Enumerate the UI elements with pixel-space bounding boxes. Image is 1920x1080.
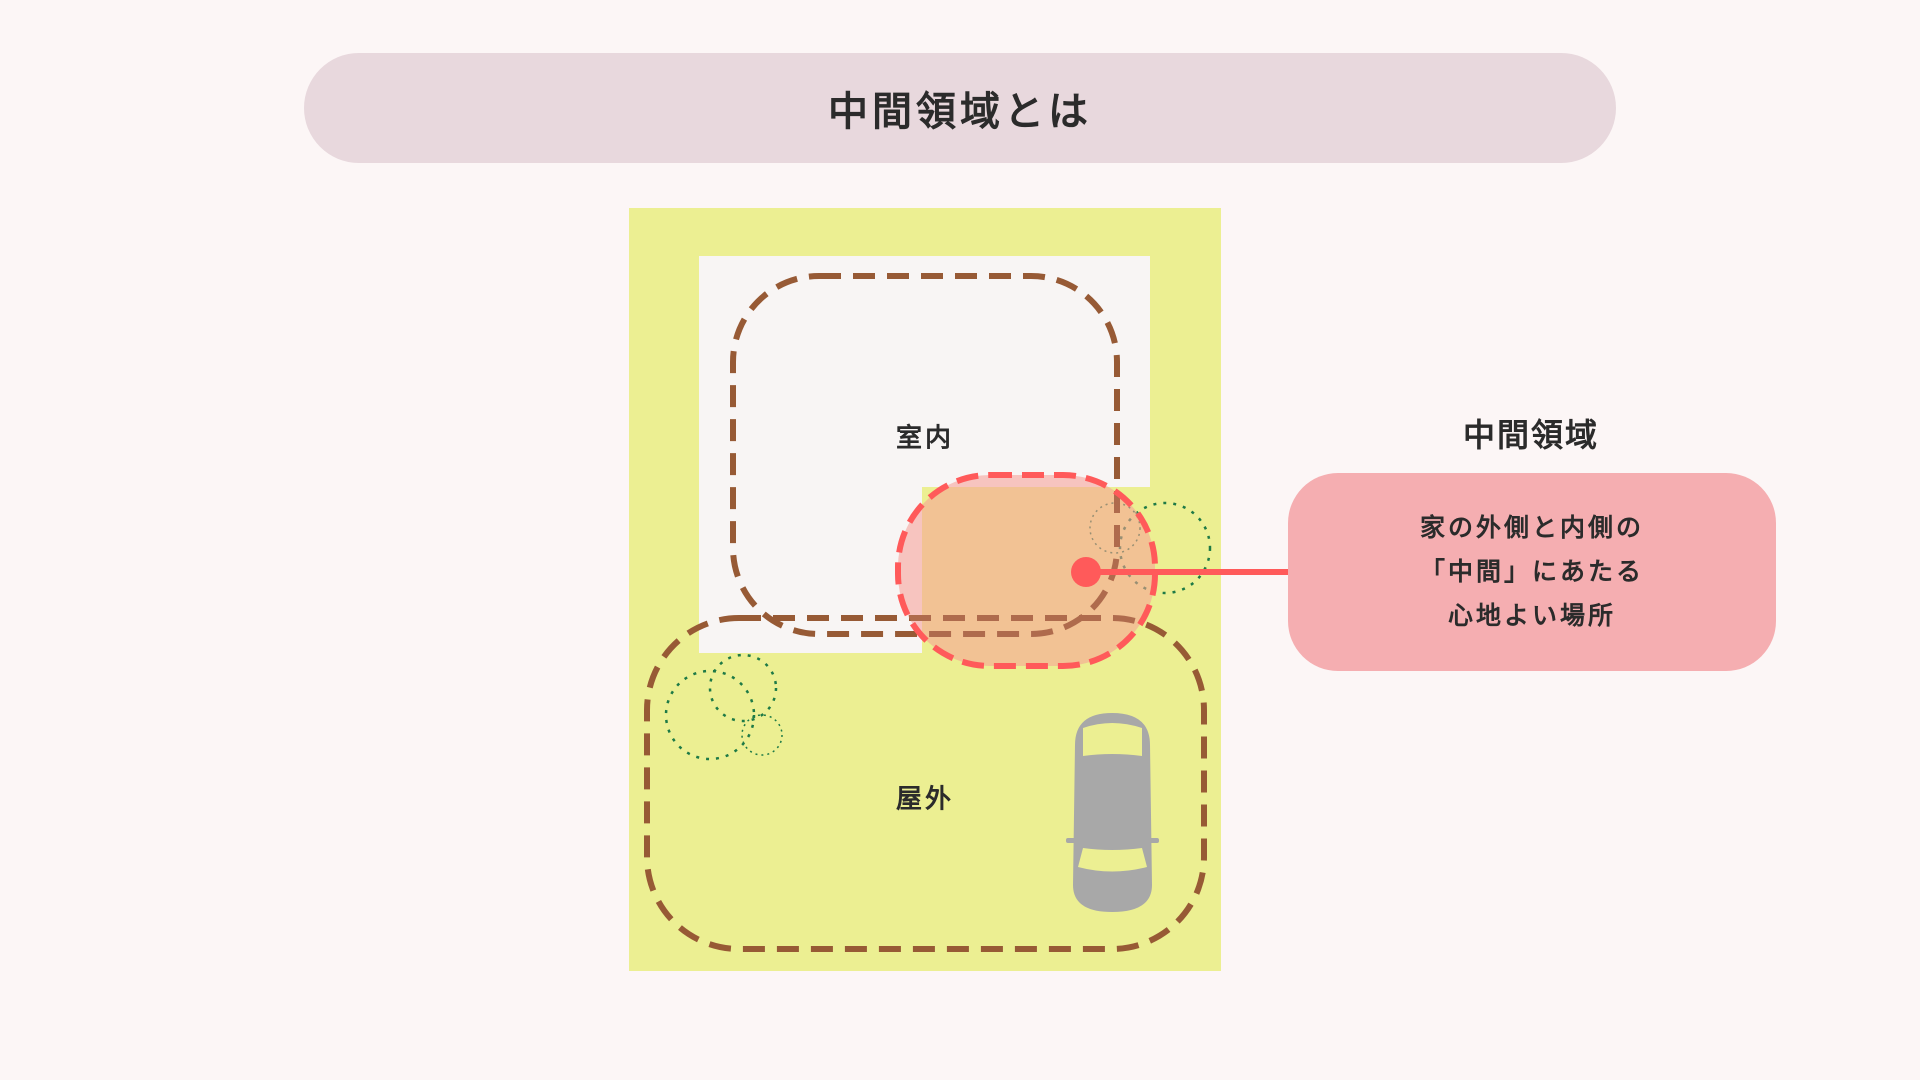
intermediate-zone-boundary — [895, 472, 1158, 669]
indoor-label: 室内 — [895, 423, 955, 454]
callout-box: 家の外側と内側の 「中間」にあたる 心地よい場所 — [1288, 473, 1776, 671]
tree-group-right — [1089, 501, 1212, 595]
intermediate-marker-dot — [1071, 557, 1101, 587]
tree-icon — [1089, 502, 1141, 554]
tree-icon — [1118, 501, 1212, 595]
callout-line: 「中間」にあたる — [1419, 557, 1644, 586]
title-banner: 中間領域とは — [304, 53, 1616, 163]
outdoor-label: 屋外 — [895, 784, 955, 815]
callout-line: 心地よい場所 — [1447, 601, 1616, 630]
tree-group-left — [664, 653, 783, 761]
indoor-boundary — [730, 273, 1120, 637]
tree-icon — [708, 653, 778, 723]
car-icon — [1066, 713, 1159, 912]
callout-line: 家の外側と内側の — [1419, 513, 1644, 542]
intermediate-title: 中間領域 — [1462, 416, 1600, 454]
tree-icon — [664, 669, 756, 761]
page-title: 中間領域とは — [828, 89, 1092, 135]
outdoor-boundary — [644, 615, 1207, 952]
house-area — [699, 256, 1150, 653]
tree-icon — [741, 714, 783, 756]
